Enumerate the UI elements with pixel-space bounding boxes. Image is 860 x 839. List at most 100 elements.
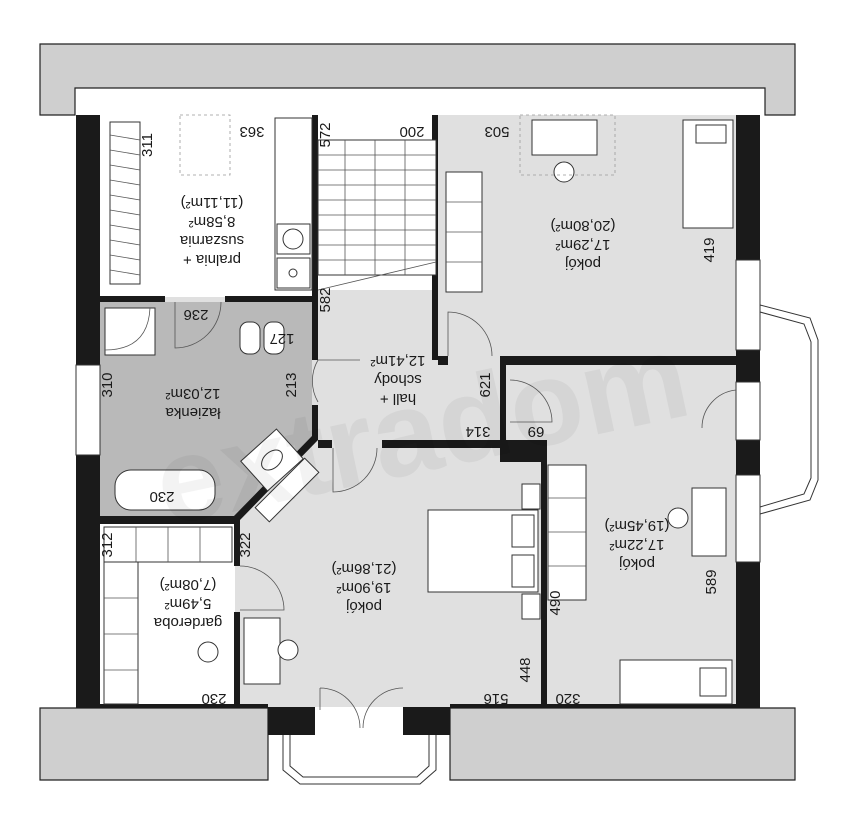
dim-236: 236 bbox=[183, 306, 208, 323]
dim-322: 322 bbox=[237, 532, 254, 557]
dim-589: 589 bbox=[703, 569, 720, 594]
dim-311: 311 bbox=[139, 133, 156, 157]
label-pralnia-name-2: suszarnia bbox=[179, 232, 244, 249]
wall-pralnia-bottom bbox=[100, 296, 165, 302]
label-pokoj-s-total: (21,86m²) bbox=[331, 560, 396, 577]
dim-310: 310 bbox=[99, 372, 116, 397]
label-garderoba: garderoba 5,49m² (7,08m²) bbox=[153, 576, 222, 631]
wall-right-top bbox=[736, 115, 760, 260]
wall-pralnia-right bbox=[312, 115, 318, 360]
label-pokoj-e: pokój 17,22m² (19,45m²) bbox=[604, 517, 669, 572]
bay-window-south-inner bbox=[289, 735, 430, 778]
dim-516: 516 bbox=[483, 690, 508, 707]
roof-overhang-top bbox=[39, 43, 796, 116]
dim-200: 200 bbox=[399, 123, 424, 140]
door-east bbox=[509, 379, 553, 423]
desk-diag bbox=[254, 457, 320, 523]
label-hall-area: 12,41m² bbox=[370, 352, 425, 369]
chair-ne bbox=[553, 161, 575, 183]
label-pokoj-ne-name: pokój bbox=[565, 255, 601, 272]
label-hall: hall + schody 12,41m² bbox=[370, 352, 425, 407]
label-pokoj-e-total: (19,45m²) bbox=[604, 517, 669, 534]
chair-south bbox=[277, 639, 299, 661]
label-pokoj-e-name: pokój bbox=[619, 555, 655, 572]
dim-230-gard: 230 bbox=[201, 690, 226, 707]
dim-621: 621 bbox=[477, 372, 494, 397]
chair-east bbox=[667, 507, 689, 529]
label-hall-name-2: schody bbox=[374, 371, 422, 388]
desk-south bbox=[243, 617, 281, 685]
wall-right-bottom bbox=[736, 562, 760, 708]
wall-left-top bbox=[76, 115, 100, 365]
wall-east-left bbox=[541, 440, 547, 707]
wall-right-mid2 bbox=[736, 440, 760, 475]
dim-419: 419 bbox=[701, 237, 718, 262]
label-pokoj-ne-total: (20,80m²) bbox=[550, 217, 615, 234]
dim-127: 127 bbox=[269, 330, 294, 347]
dim-314: 314 bbox=[465, 423, 490, 440]
label-lazienka-name: łazienka bbox=[165, 404, 221, 421]
label-lazienka: łazienka 12,03m² bbox=[165, 385, 221, 421]
roof-overhang-bottom-right bbox=[449, 707, 796, 781]
wall-ne-bottom bbox=[500, 356, 736, 365]
wall-core bbox=[500, 440, 545, 462]
dim-503: 503 bbox=[484, 123, 509, 140]
label-pokoj-s-area: 19,90m² bbox=[336, 579, 391, 596]
label-hall-name-1: hall + bbox=[380, 390, 417, 407]
label-pralnia: pralnia + suszarnia 8,58m² (11,11m²) bbox=[179, 194, 244, 268]
bay-window-east bbox=[759, 304, 819, 515]
shower bbox=[104, 307, 156, 356]
window-left bbox=[75, 364, 101, 456]
bay-window-south bbox=[282, 735, 437, 785]
toilet bbox=[263, 321, 285, 355]
bidet bbox=[239, 321, 261, 355]
label-pokoj-ne-area: 17,29m² bbox=[555, 236, 610, 253]
door-garderoba bbox=[239, 565, 285, 611]
wall-bottom-left bbox=[268, 707, 315, 735]
door-balcony-south bbox=[319, 687, 404, 729]
door-balcony-east bbox=[701, 389, 737, 429]
label-garderoba-total: (7,08m²) bbox=[160, 576, 217, 593]
label-pokoj-e-area: 17,22m² bbox=[609, 536, 664, 553]
wall-garderoba-top bbox=[100, 516, 238, 524]
drying-rack bbox=[109, 121, 141, 285]
window-right-1 bbox=[735, 259, 761, 351]
door-hall-lazienka bbox=[312, 359, 360, 403]
dashed-rack bbox=[179, 114, 231, 176]
window-right-2 bbox=[735, 381, 761, 441]
wardrobe-east bbox=[547, 464, 587, 601]
dim-312: 312 bbox=[99, 532, 116, 557]
wall-garderoba-right bbox=[234, 516, 240, 566]
staircase bbox=[317, 139, 437, 291]
dim-213: 213 bbox=[283, 372, 300, 397]
wall-bottom-b bbox=[450, 704, 736, 708]
desk-ne bbox=[531, 119, 598, 156]
label-pokoj-ne: pokój 17,29m² (20,80m²) bbox=[550, 217, 615, 272]
label-garderoba-area: 5,49m² bbox=[165, 595, 212, 612]
door-south bbox=[332, 447, 378, 493]
label-lazienka-area: 12,03m² bbox=[165, 385, 220, 402]
wall-right-mid bbox=[736, 350, 760, 382]
wall-bottom-right bbox=[403, 707, 450, 735]
label-pokoj-s: pokój 19,90m² (21,86m²) bbox=[331, 560, 396, 615]
label-pralnia-name-1: pralnia + bbox=[183, 251, 241, 268]
label-garderoba-name: garderoba bbox=[153, 614, 222, 631]
roof-overhang-bottom-left bbox=[39, 707, 269, 781]
wall-ne-bottom2 bbox=[438, 356, 448, 365]
wall-hall-right bbox=[500, 365, 506, 440]
nightstand-1 bbox=[521, 483, 541, 510]
door-lazienka bbox=[174, 301, 222, 349]
wall-hall-bottom bbox=[318, 440, 332, 448]
label-pralnia-area: 8,58m² bbox=[189, 213, 236, 230]
dim-448: 448 bbox=[517, 657, 534, 682]
label-pokoj-s-name: pokój bbox=[346, 598, 382, 615]
door-ne bbox=[447, 311, 493, 357]
label-pralnia-total: (11,11m²) bbox=[181, 194, 244, 211]
bathtub bbox=[114, 469, 216, 511]
dim-582: 582 bbox=[317, 287, 334, 312]
dim-490: 490 bbox=[547, 590, 564, 615]
desk-east bbox=[691, 487, 727, 557]
window-right-3 bbox=[735, 474, 761, 563]
wall-bottom-a bbox=[100, 704, 268, 708]
